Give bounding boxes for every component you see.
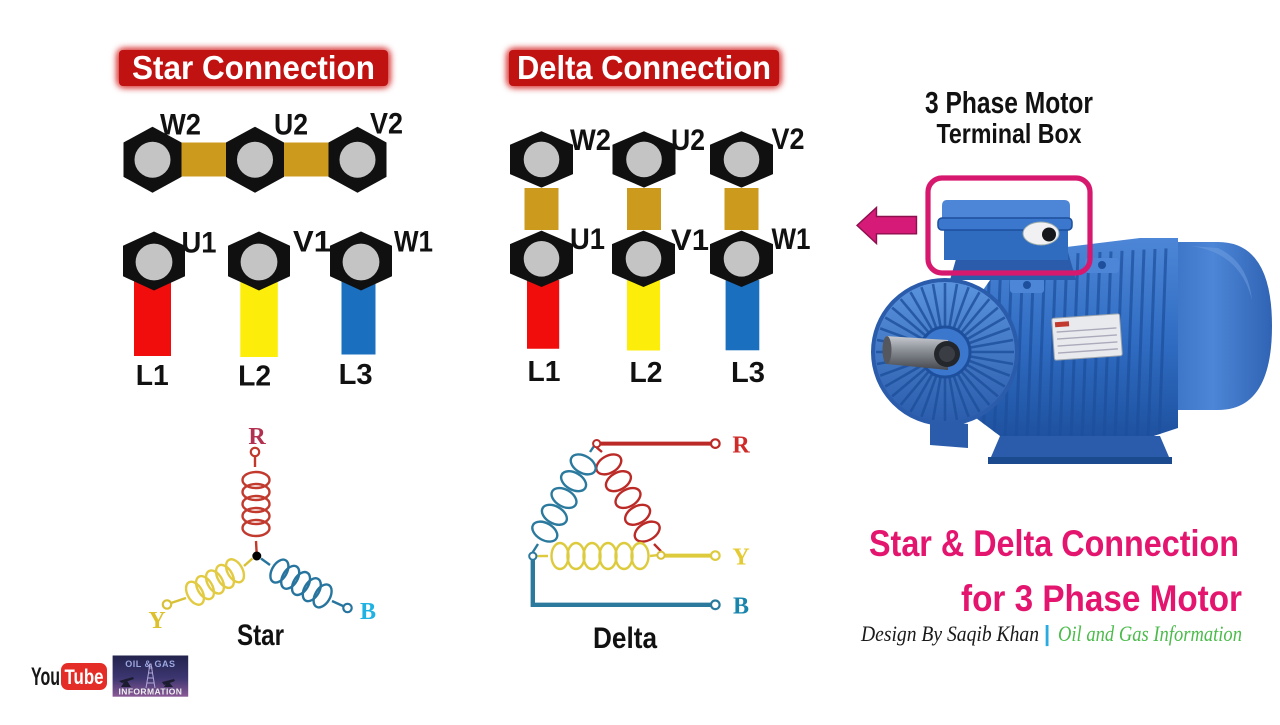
svg-text:3 Phase Motor: 3 Phase Motor	[925, 85, 1093, 120]
svg-text:Oil and Gas Information: Oil and Gas Information	[1058, 621, 1242, 646]
svg-text:You: You	[31, 663, 60, 691]
svg-text:U1: U1	[570, 223, 605, 256]
svg-text:L2: L2	[238, 361, 271, 393]
svg-text:B: B	[360, 599, 376, 625]
svg-text:W1: W1	[394, 226, 433, 259]
svg-text:B: B	[733, 594, 749, 620]
svg-text:Y: Y	[732, 545, 749, 571]
svg-text:L1: L1	[528, 356, 561, 388]
svg-text:V2: V2	[772, 123, 805, 156]
svg-text:Tube: Tube	[65, 666, 104, 689]
svg-text:R: R	[248, 424, 266, 450]
svg-text:|: |	[1044, 621, 1050, 646]
svg-text:Delta: Delta	[593, 622, 657, 655]
svg-text:L1: L1	[136, 360, 169, 392]
svg-text:L3: L3	[339, 359, 373, 391]
svg-text:Delta Connection: Delta Connection	[517, 49, 771, 86]
svg-text:W2: W2	[160, 109, 201, 142]
svg-text:U2: U2	[671, 124, 705, 157]
svg-text:L3: L3	[731, 357, 765, 389]
svg-text:U2: U2	[274, 109, 308, 142]
svg-text:R: R	[732, 433, 750, 459]
svg-text:W1: W1	[772, 223, 811, 256]
svg-text:for 3 Phase Motor: for 3 Phase Motor	[961, 578, 1242, 619]
svg-text:Star: Star	[237, 619, 284, 652]
svg-text:V2: V2	[370, 108, 403, 141]
svg-text:Y: Y	[148, 608, 165, 634]
svg-text:W2: W2	[570, 124, 611, 157]
svg-text:U1: U1	[182, 227, 217, 260]
svg-text:Star & Delta Connection: Star & Delta Connection	[869, 523, 1239, 564]
svg-text:INFORMATION: INFORMATION	[119, 687, 183, 697]
svg-text:Star Connection: Star Connection	[132, 49, 375, 86]
svg-text:V1: V1	[671, 224, 709, 257]
svg-text:Design By Saqib Khan: Design By Saqib Khan	[860, 621, 1039, 646]
svg-text:Terminal Box: Terminal Box	[937, 118, 1083, 149]
svg-text:L2: L2	[630, 357, 663, 389]
svg-text:V1: V1	[293, 226, 331, 259]
